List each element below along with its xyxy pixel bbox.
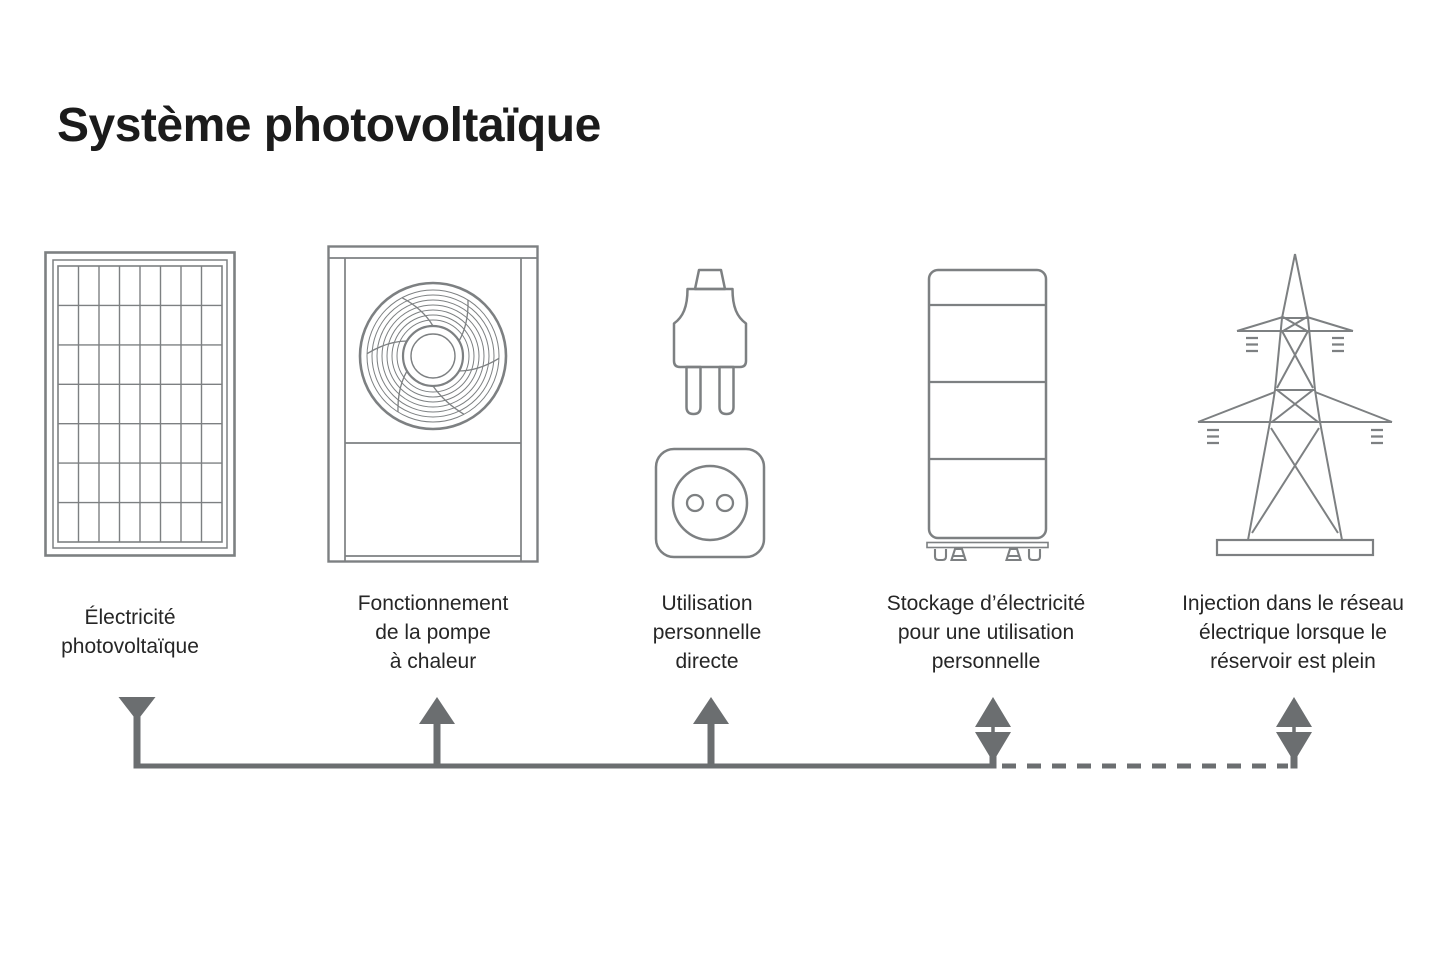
energy-flow-line bbox=[118, 697, 1312, 769]
label-fonctionnement-pompe: Fonctionnement de la pompe à chaleur bbox=[313, 589, 553, 676]
label-line: Électricité bbox=[84, 606, 176, 629]
diagram-title: Système photovoltaïque bbox=[57, 99, 601, 152]
arrow-up-heatpump bbox=[419, 697, 455, 769]
label-line: Fonctionnement bbox=[357, 592, 509, 615]
label-line: réservoir est plein bbox=[1210, 650, 1376, 673]
label-line: Stockage d’électricité bbox=[886, 592, 1086, 615]
battery-storage-icon bbox=[925, 268, 1050, 563]
power-pylon-icon bbox=[1192, 250, 1397, 562]
label-line: Utilisation bbox=[661, 592, 753, 615]
label-stockage-electricite: Stockage d’électricité pour une utilisat… bbox=[836, 589, 1136, 676]
arrow-down-solar bbox=[118, 697, 156, 769]
arrow-bidirectional-battery bbox=[975, 697, 1011, 769]
plug-socket-icon bbox=[650, 260, 770, 560]
label-line: pour une utilisation bbox=[897, 621, 1075, 644]
label-line: photovoltaïque bbox=[61, 635, 199, 658]
heat-pump-icon bbox=[327, 245, 539, 563]
label-line: de la pompe bbox=[375, 621, 491, 644]
label-line: à chaleur bbox=[389, 650, 477, 673]
label-electricite-photovoltaique: Électricité photovoltaïque bbox=[10, 603, 250, 661]
label-utilisation-directe: Utilisation personnelle directe bbox=[587, 589, 827, 676]
label-line: Injection dans le réseau bbox=[1182, 592, 1404, 615]
label-line: personnelle bbox=[931, 650, 1041, 673]
label-line: personnelle bbox=[652, 621, 762, 644]
socket-shape bbox=[654, 447, 766, 559]
arrow-bidirectional-pylon bbox=[1276, 697, 1312, 769]
arrow-up-plug bbox=[693, 697, 729, 769]
plug-shape bbox=[693, 268, 727, 291]
label-injection-reseau: Injection dans le réseau électrique lors… bbox=[1137, 589, 1440, 676]
insulator-marks bbox=[1207, 336, 1383, 445]
label-line: électrique lorsque le bbox=[1199, 621, 1387, 644]
label-line: directe bbox=[675, 650, 739, 673]
solar-panel-icon bbox=[44, 251, 236, 557]
